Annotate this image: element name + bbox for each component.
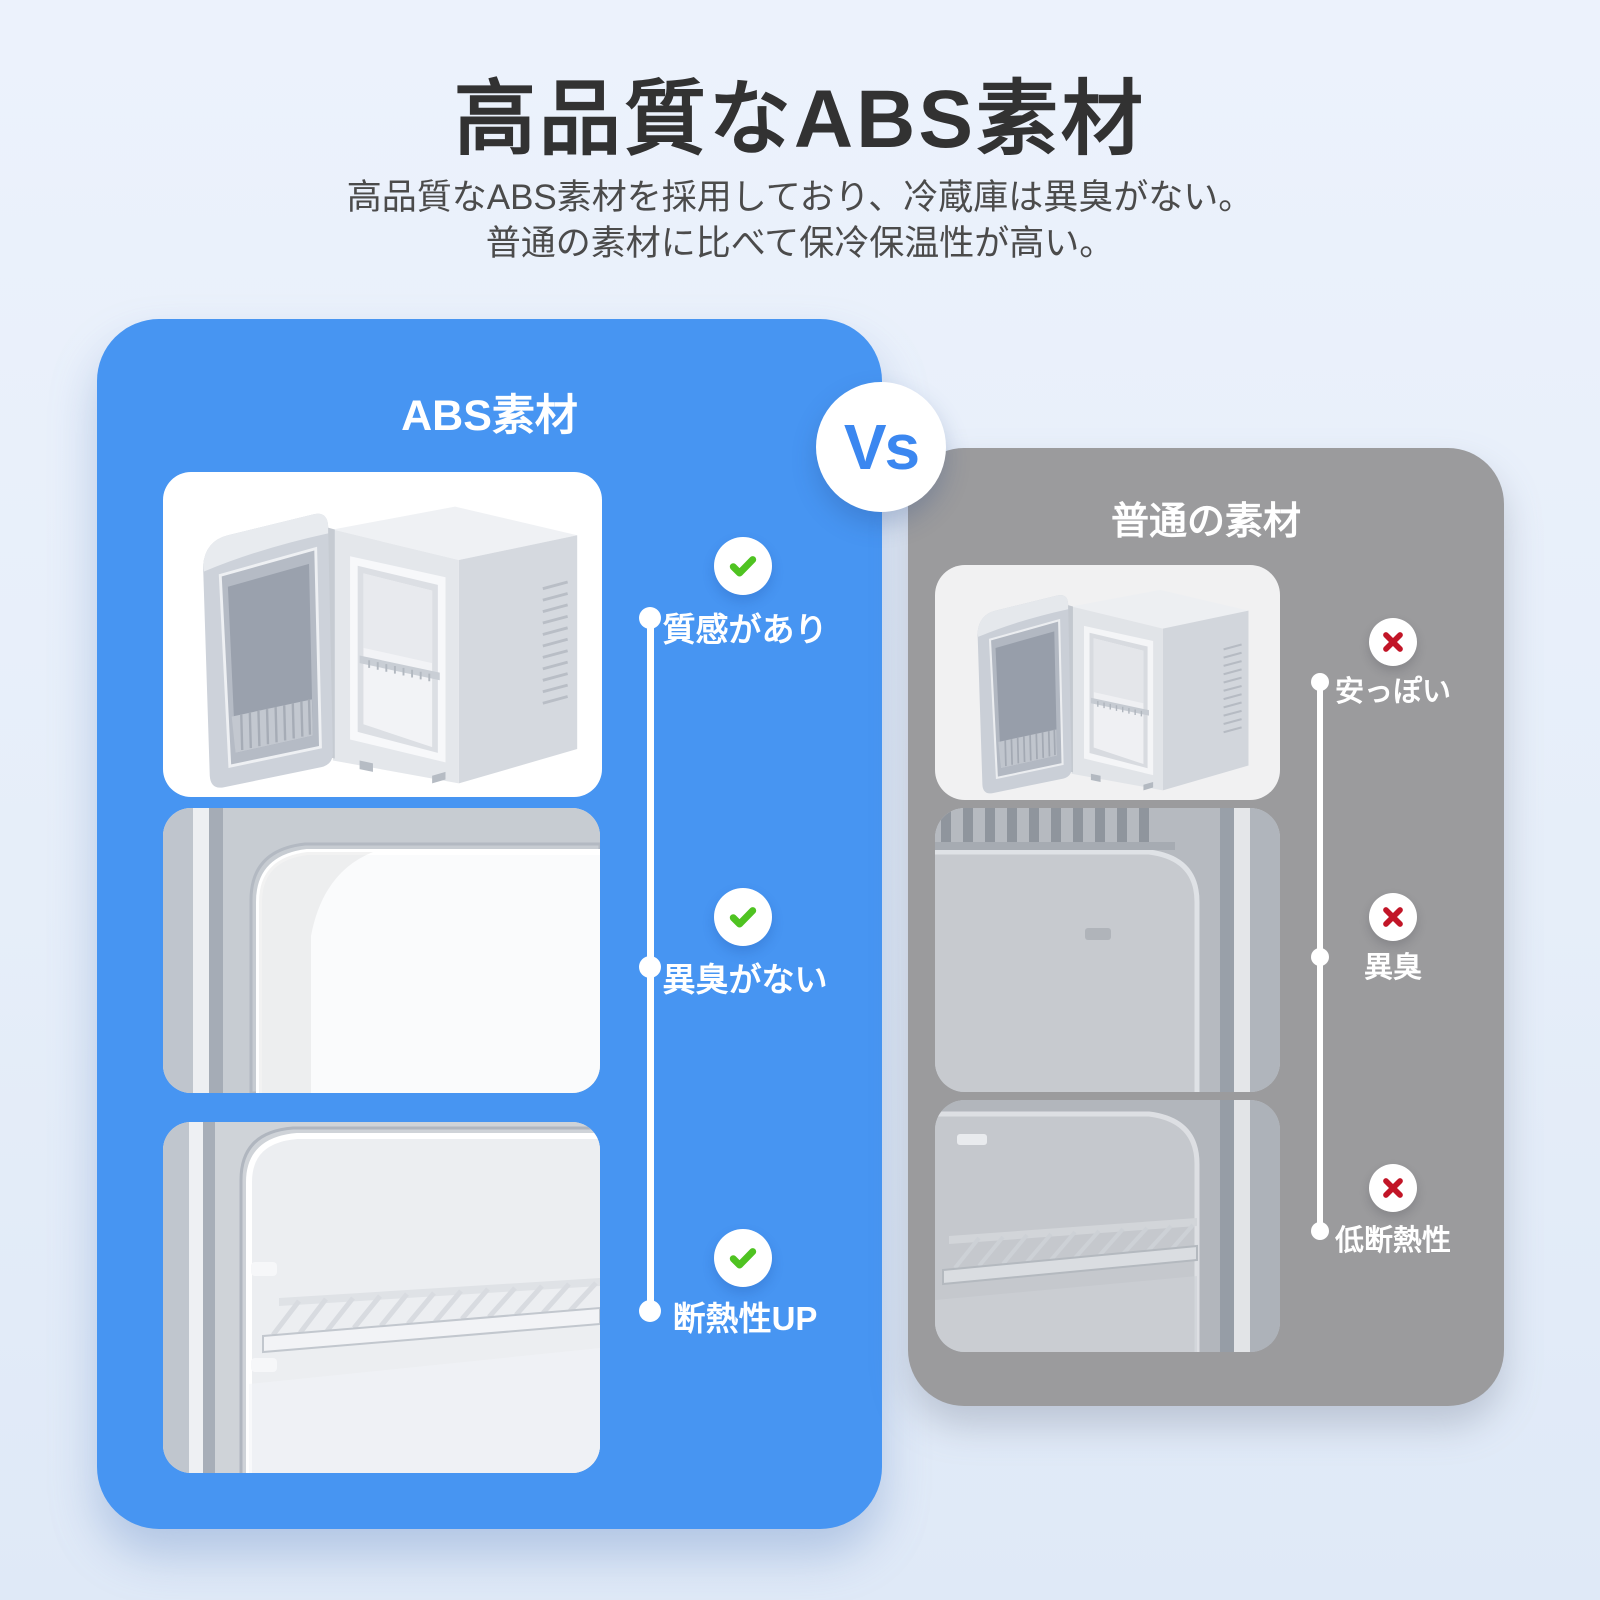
fridge-interior-shelf-illustration bbox=[935, 1100, 1280, 1352]
abs-feature-label-2: 異臭がない bbox=[662, 961, 828, 998]
page-subtitle: 高品質なABS素材を採用しており、冷蔵庫は異臭がない。 普通の素材に比べて保冷保… bbox=[0, 175, 1600, 267]
fridge-interior-corner-illustration bbox=[163, 808, 600, 1093]
abs-material-panel: ABS素材 bbox=[97, 319, 882, 1529]
abs-panel-title: ABS素材 bbox=[401, 392, 578, 440]
abs-interior-shelf-image bbox=[163, 1122, 600, 1473]
cross-icon bbox=[1369, 893, 1417, 941]
fridge-interior-corner-illustration bbox=[935, 808, 1280, 1092]
normal-interior-corner-image bbox=[935, 808, 1280, 1092]
normal-timeline-dot-2 bbox=[1311, 948, 1329, 966]
abs-feature-label-3: 断熱性UP bbox=[672, 1300, 818, 1337]
normal-timeline-dot-1 bbox=[1311, 673, 1329, 691]
normal-feature-label-2: 異臭 bbox=[1363, 952, 1422, 984]
normal-interior-shelf-image bbox=[935, 1100, 1280, 1352]
fridge-open-door-illustration bbox=[977, 589, 1249, 794]
abs-feature-label-1: 質感があり bbox=[662, 611, 828, 648]
check-icon bbox=[714, 537, 772, 595]
abs-timeline-dot-3 bbox=[639, 1300, 661, 1322]
check-icon bbox=[714, 1229, 772, 1287]
normal-material-panel: 普通の素材 bbox=[908, 448, 1504, 1406]
vs-badge: Vs bbox=[816, 382, 946, 512]
abs-timeline-dot-1 bbox=[639, 607, 661, 629]
normal-fridge-open-door-image bbox=[935, 565, 1280, 800]
abs-fridge-open-door-image bbox=[163, 472, 602, 797]
page-title: 高品質なABS素材 bbox=[453, 74, 1147, 165]
cross-icon bbox=[1369, 1164, 1417, 1212]
cross-icon bbox=[1369, 618, 1417, 666]
normal-feature-label-3: 低断熱性 bbox=[1334, 1225, 1451, 1257]
subtitle-line-2: 普通の素材に比べて保冷保温性が高い。 bbox=[485, 224, 1115, 263]
subtitle-line-1: 高品質なABS素材を採用しており、冷蔵庫は異臭がない。 bbox=[346, 178, 1254, 217]
check-icon bbox=[714, 888, 772, 946]
fridge-interior-shelf-illustration bbox=[163, 1122, 600, 1473]
abs-interior-corner-image bbox=[163, 808, 600, 1093]
fridge-open-door-illustration bbox=[203, 506, 578, 788]
normal-panel-title: 普通の素材 bbox=[1110, 501, 1301, 543]
normal-timeline-dot-3 bbox=[1311, 1222, 1329, 1240]
abs-timeline-dot-2 bbox=[639, 956, 661, 978]
normal-feature-label-1: 安っぽい bbox=[1334, 676, 1451, 708]
